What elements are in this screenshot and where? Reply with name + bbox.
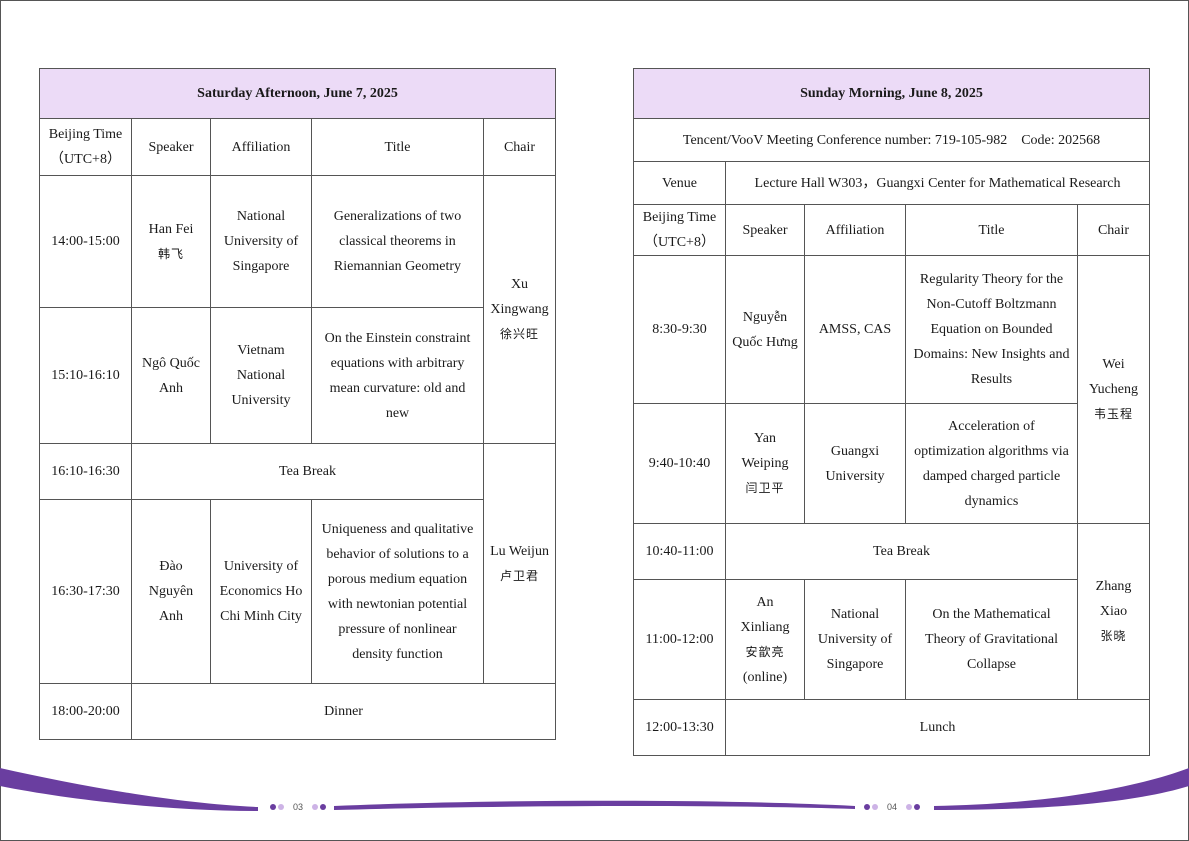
col-speaker: Speaker [131,118,211,176]
affiliation-cell: University of Economics Ho Chi Minh City [210,499,312,684]
speaker-name-cn: 安歆亮 [745,644,785,659]
table-row: 10:40-11:00 Tea Break Zhang Xiao 张晓 [633,523,1151,700]
table-row: 8:30-9:30 Nguyễn Quốc Hưng AMSS, CAS Reg… [633,255,1151,524]
title-cell: Regularity Theory for the Non-Cutoff Bol… [905,255,1078,404]
chair-name: Wei Yucheng [1089,357,1139,397]
speaker-name-cn: 闫卫平 [745,481,785,495]
time-cell: 16:30-17:30 [39,499,132,684]
time-cell: 16:10-16:30 [39,443,132,500]
time-cell: 8:30-9:30 [633,255,726,404]
venue-value: Lecture Hall W303，Guangxi Center for Mat… [724,161,1151,205]
speaker-cell: Yan Weiping 闫卫平 [725,403,805,524]
table-header: Saturday Afternoon, June 7, 2025 [38,68,557,119]
time-cell: 14:00-15:00 [39,175,132,308]
chair-name: Lu Weijun [490,543,549,559]
affiliation-cell: National University of Singapore [210,175,312,308]
chair-name-cn: 卢卫君 [500,568,540,583]
page-number: 03 [293,802,304,812]
column-header-row: Beijing Time （UTC+8） Speaker Affiliation… [39,118,557,176]
col-title: Title [311,118,484,176]
title-cell: On the Mathematical Theory of Gravitatio… [905,579,1078,700]
speaker-cell: Đào Nguyên Anh [131,499,211,684]
chair-cell: Zhang Xiao 张晓 [1076,523,1151,700]
speaker-cell: An Xinliang 安歆亮 (online) [725,579,805,700]
table-row: 9:40-10:40 Yan Weiping 闫卫平 Guangxi Unive… [633,403,1150,524]
col-speaker: Speaker [725,204,805,256]
time-cell: 10:40-11:00 [633,523,726,580]
time-cell: 9:40-10:40 [633,403,726,524]
affiliation-cell: National University of Singapore [804,579,906,700]
venue-row: Venue Lecture Hall W303，Guangxi Center f… [633,161,1151,205]
time-cell: 15:10-16:10 [39,307,132,444]
chair-cell: Wei Yucheng 韦玉程 [1076,255,1151,524]
break-cell: Tea Break [725,523,1078,580]
page-number-left: 03 [269,801,327,813]
col-beijing-time: Beijing Time （UTC+8） [39,118,132,176]
schedule-table-sunday: Sunday Morning, June 8, 2025 Tencent/Voo… [632,68,1151,756]
speaker-cell: Han Fei 韩飞 [131,175,211,308]
affiliation-cell: AMSS, CAS [804,255,906,404]
column-header-row: Beijing Time （UTC+8） Speaker Affiliation… [633,204,1151,256]
chair-cell: Lu Weijun 卢卫君 [482,443,557,684]
page-number-right: 04 [863,801,921,813]
page-number: 04 [887,802,898,812]
col-affiliation: Affiliation [804,204,906,256]
speaker-name: Han Fei [148,221,194,237]
chair-name-cn: 徐兴旺 [500,327,540,341]
title-cell: Uniqueness and qualitative behavior of s… [311,499,484,684]
table-row: 18:00-20:00 Dinner [39,683,557,740]
table-row: 11:00-12:00 An Xinliang 安歆亮 (online) Nat… [633,579,1150,700]
speaker-name-cn: 韩飞 [157,246,184,261]
footer-swoosh [0,768,1189,811]
time-cell: 12:00-13:30 [633,699,726,756]
speaker-cell: Nguyễn Quốc Hưng [725,255,805,404]
schedule-table-saturday: Saturday Afternoon, June 7, 2025 Beijing… [38,68,557,740]
speaker-cell: Ngô Quốc Anh [131,307,211,444]
chair-name: Zhang Xiao [1095,579,1132,619]
col-affiliation: Affiliation [210,118,312,176]
affiliation-cell: Vietnam National University [210,307,312,444]
table-row: 12:00-13:30 Lunch [633,699,1151,756]
col-chair: Chair [482,118,557,176]
speaker-name: An Xinliang [740,594,790,635]
table-row: 14:00-15:00 Han Fei 韩飞 National Universi… [39,175,557,444]
table-header: Sunday Morning, June 8, 2025 [632,68,1151,119]
time-cell: 18:00-20:00 [39,683,132,740]
col-beijing-time: Beijing Time （UTC+8） [633,204,726,256]
speaker-note: (online) [742,669,788,685]
chair-name-cn: 韦玉程 [1094,407,1134,421]
col-title: Title [905,204,1078,256]
dinner-cell: Dinner [130,683,557,740]
time-cell: 11:00-12:00 [633,579,726,700]
table-row: 16:10-16:30 Tea Break Lu Weijun 卢卫君 [39,443,557,684]
chair-name-cn: 张晓 [1100,629,1127,643]
table-row: 16:30-17:30 Đào Nguyên Anh University of… [39,499,556,684]
lunch-cell: Lunch [724,699,1151,756]
title-cell: Acceleration of optimization algorithms … [905,403,1078,524]
break-cell: Tea Break [131,443,484,500]
table-row: 15:10-16:10 Ngô Quốc Anh Vietnam Nationa… [39,307,556,444]
chair-cell: Xu Xingwang 徐兴旺 [482,175,557,444]
speaker-name: Yan Weiping [741,431,789,471]
title-cell: Generalizations of two classical theorem… [311,175,484,308]
meeting-info: Tencent/VooV Meeting Conference number: … [632,118,1151,162]
col-chair: Chair [1076,204,1151,256]
title-cell: On the Einstein constraint equations wit… [311,307,484,444]
chair-name: Xu Xingwang [490,277,549,317]
affiliation-cell: Guangxi University [804,403,906,524]
venue-label: Venue [633,161,726,205]
